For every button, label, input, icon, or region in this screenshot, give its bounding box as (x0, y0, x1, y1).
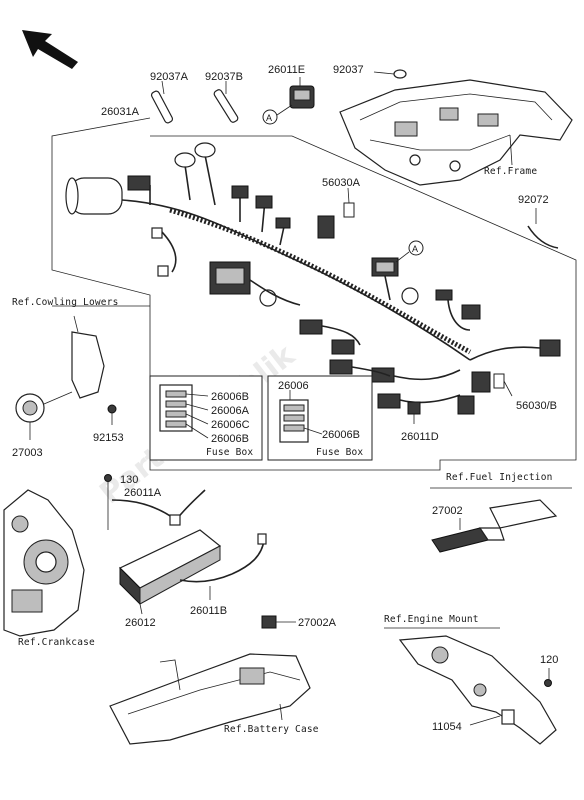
fuse-box-left: Fuse Box (149, 375, 263, 461)
strap-92037b (213, 89, 239, 123)
label-27003: 27003 (12, 447, 43, 459)
label-26011d: 26011D (401, 431, 439, 443)
label-26011a: 26011A (124, 487, 162, 499)
label-27002a: 27002A (298, 617, 337, 629)
battery-case (109, 615, 311, 745)
label-27002: 27002 (432, 505, 463, 517)
ref-crankcase: Ref.Crankcase (18, 637, 95, 648)
main-wiring-harness-26031a: A (65, 142, 561, 424)
ref-battery-case: Ref.Battery Case (224, 724, 319, 735)
ref-cowling-lowers: Ref.Cowling Lowers (12, 297, 119, 308)
label-120: 120 (540, 654, 558, 666)
callout-a-top: A (262, 109, 278, 125)
label-56030a: 56030A (322, 177, 361, 189)
fuse-box-right-label: Fuse Box (316, 447, 363, 458)
label-26012: 26012 (125, 617, 156, 629)
horn-assembly (15, 305, 150, 440)
label-26011b: 26011B (190, 605, 227, 617)
ecu-26012 (118, 529, 222, 615)
cable-26011b (179, 533, 267, 600)
strap-92037a (150, 90, 174, 124)
label-26011e: 26011E (268, 64, 305, 76)
callout-a-label: A (266, 113, 272, 123)
label-92037b: 92037B (205, 71, 243, 83)
direction-arrow-icon (22, 30, 78, 69)
label-26006a: 26006A (211, 405, 250, 417)
clip-92037 (393, 69, 407, 79)
harness-boundary (51, 117, 577, 471)
label-92072: 92072 (518, 194, 549, 206)
label-26006: 26006 (278, 380, 309, 392)
label-26006b-b: 26006B (211, 433, 249, 445)
label-11054: 11054 (432, 721, 462, 733)
fuel-injection-27002 (430, 487, 572, 553)
label-92153: 92153 (93, 432, 124, 444)
crankcase (3, 489, 85, 637)
label-56030b: 56030/B (516, 400, 557, 412)
label-26006b-c: 26006B (322, 429, 360, 441)
frame-assembly (339, 79, 573, 186)
label-26006c: 26006C (211, 419, 250, 431)
label-26006b-a: 26006B (211, 391, 249, 403)
label-92037: 92037 (333, 64, 364, 76)
engine-mount (384, 627, 557, 745)
callout-a-harness-label: A (412, 244, 418, 254)
ref-frame: Ref.Frame (484, 166, 537, 177)
fuse-box-left-label: Fuse Box (206, 447, 253, 458)
relay-26011e (289, 85, 315, 109)
ground-cable-26011a (104, 474, 206, 530)
ref-engine-mount: Ref.Engine Mount (384, 614, 479, 625)
band-92072 (527, 225, 559, 249)
label-26031a: 26031A (101, 106, 140, 118)
fuse-box-right: Fuse Box (267, 375, 373, 461)
ref-fuel-injection: Ref.Fuel Injection (446, 472, 553, 483)
label-92037a: 92037A (150, 71, 189, 83)
label-130: 130 (120, 474, 138, 486)
